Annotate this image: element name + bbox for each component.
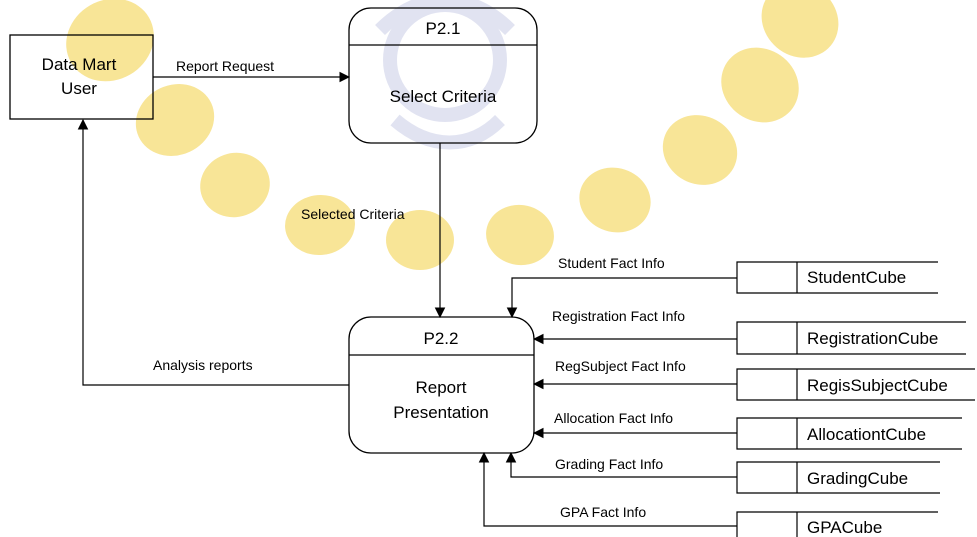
process-name-line2: Presentation — [393, 403, 488, 422]
flow-label: RegSubject Fact Info — [555, 358, 686, 374]
flow-label: Selected Criteria — [301, 206, 405, 222]
flow-gpa-fact-info[interactable]: GPA Fact Info — [478, 451, 737, 527]
process-report-presentation[interactable]: P2.2 Report Presentation — [348, 316, 535, 454]
flow-label: Allocation Fact Info — [554, 410, 673, 426]
flow-label: Registration Fact Info — [552, 308, 685, 324]
entity-label-line1: Data Mart — [42, 55, 117, 74]
data-store-gpacube[interactable]: GPACube — [736, 511, 938, 537]
process-name: Select Criteria — [390, 87, 497, 106]
data-store-label: GradingCube — [807, 469, 908, 488]
data-store-gradingcube[interactable]: GradingCube — [736, 461, 940, 494]
data-store-allocationtcube[interactable]: AllocationtCube — [736, 417, 962, 450]
flow-student-fact-info[interactable]: Student Fact Info — [506, 255, 737, 319]
data-store-label: GPACube — [807, 518, 882, 537]
flow-regsubject-fact-info[interactable]: RegSubject Fact Info — [532, 358, 737, 390]
flow-allocation-fact-info[interactable]: Allocation Fact Info — [532, 410, 737, 439]
data-store-label: AllocationtCube — [807, 425, 926, 444]
watermark — [66, 0, 839, 270]
watermark-emblem-icon — [375, 0, 515, 150]
flow-label: GPA Fact Info — [560, 504, 646, 520]
watermark-lettering — [66, 0, 839, 270]
flow-label: Student Fact Info — [558, 255, 665, 271]
data-store-studentcube[interactable]: StudentCube — [736, 261, 938, 294]
data-store-label: StudentCube — [807, 268, 906, 287]
process-id: P2.1 — [426, 19, 461, 38]
flow-grading-fact-info[interactable]: Grading Fact Info — [505, 451, 737, 478]
data-store-registrationcube[interactable]: RegistrationCube — [736, 321, 966, 355]
flow-label: Analysis reports — [153, 357, 253, 373]
flow-label: Report Request — [176, 58, 274, 74]
flow-registration-fact-info[interactable]: Registration Fact Info — [532, 308, 737, 345]
data-store-label: RegistrationCube — [807, 329, 938, 348]
flow-analysis-reports[interactable]: Analysis reports — [77, 118, 349, 386]
process-id: P2.2 — [424, 329, 459, 348]
flow-selected-criteria[interactable]: Selected Criteria — [301, 143, 446, 319]
flow-report-request[interactable]: Report Request — [153, 58, 351, 83]
process-name-line1: Report — [415, 378, 466, 397]
data-store-label: RegisSubjectCube — [807, 376, 948, 395]
entity-label-line2: User — [61, 79, 97, 98]
data-store-regissubjectcube[interactable]: RegisSubjectCube — [736, 368, 975, 401]
flow-label: Grading Fact Info — [555, 456, 663, 472]
